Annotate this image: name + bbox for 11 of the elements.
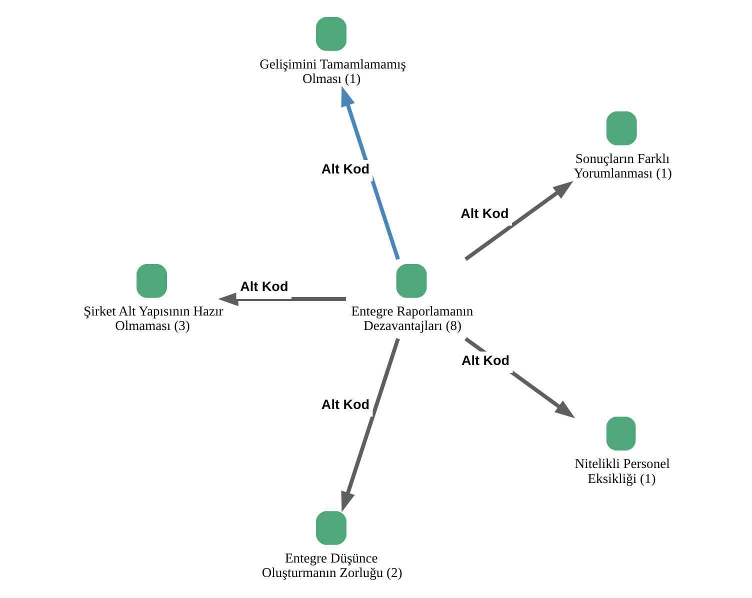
node-label: Entegre Raporlamanın Dezavantajları (8) — [351, 303, 474, 334]
edge-label: Alt Kod — [321, 396, 370, 412]
edge-label: Alt Kod — [460, 206, 509, 221]
edge-label: Alt Kod — [240, 279, 288, 294]
node-label: Entegre Düşünce Oluşturmanın Zorluğu (2) — [262, 550, 402, 580]
node-label: Şirket Alt Yapısının Hazır Olmaması (3) — [84, 303, 224, 334]
edge-label: Alt Kod — [462, 353, 510, 368]
node-label: Sonuçların Farklı Yorumlanması (1) — [574, 150, 672, 180]
node-label: Nitelikli Personel Eksikliği (1) — [574, 456, 670, 486]
node-label: Gelişimini Tamamlamamış Olması (1) — [260, 56, 406, 86]
edge-label: Alt Kod — [321, 162, 370, 177]
